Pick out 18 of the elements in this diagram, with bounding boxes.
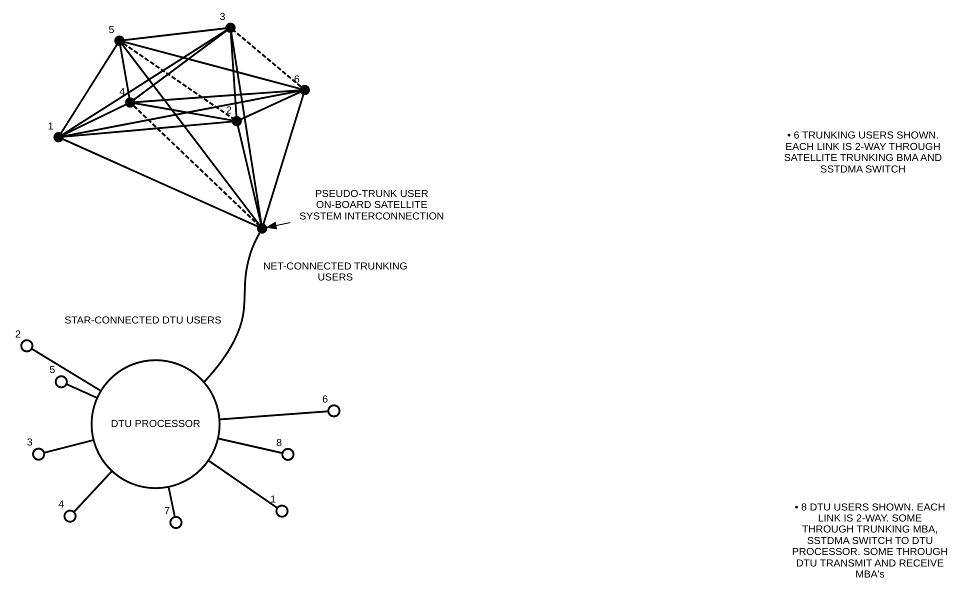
node-label: 4 (119, 86, 126, 98)
node-label: 3 (26, 438, 33, 449)
node-label: 3 (220, 12, 226, 24)
node-text: PSEUDO-TRUNK USER ON-BOARD SATELLITE SYSTEM INTERCONNECTION (299, 188, 444, 222)
node-label: 6 (322, 394, 328, 406)
node-label: 4 (58, 500, 64, 511)
node-label: 5 (108, 24, 114, 36)
node-label: 1 (270, 494, 276, 506)
label: • 8 DTU USERS SHOWN. EACH LINK IS 2-WAY. SOME THROUGH TRUNKING MBA, SSTDMA SWITCH TO DTU PROCESSOR. SOME THROUGH DTU TRANSMIT AND RECEIVE MBA's (792, 502, 948, 580)
node-label: 5 (50, 365, 56, 376)
label: NET-CONNECTED TRUNKING USERS (263, 261, 408, 284)
node-label: 8 (276, 438, 282, 449)
node-label: 7 (164, 506, 170, 517)
label: • 6 TRUNKING USERS SHOWN. EACH LINK IS 2-WAY THROUGH SATELLITE TRUNKING BMA AND SSTDMA SWITCH (784, 130, 942, 176)
node-label: 2 (15, 329, 21, 340)
label: STAR-CONNECTED DTU USERS (64, 316, 222, 327)
node-label: 1 (48, 121, 54, 132)
node-label: 2 (226, 106, 232, 116)
